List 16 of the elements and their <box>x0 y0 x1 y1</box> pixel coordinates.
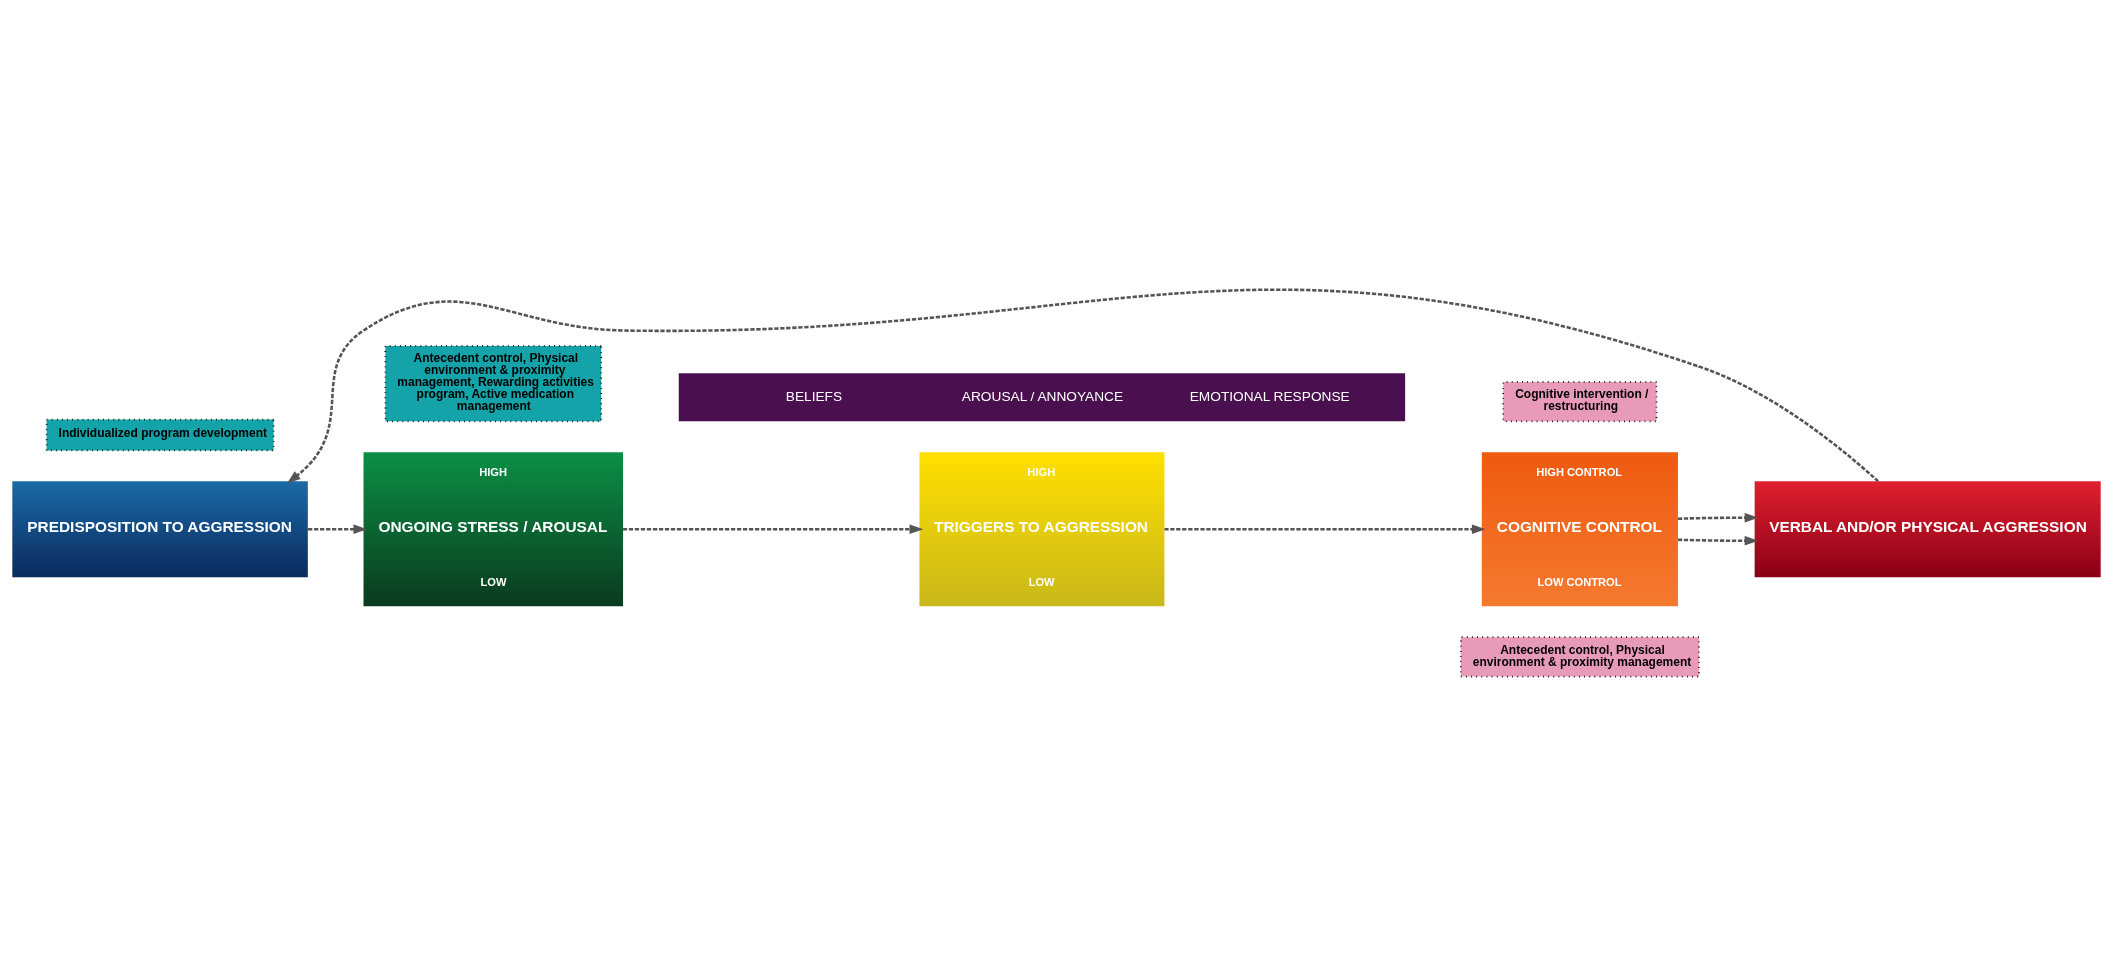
node-box: PREDISPOSITION TO AGGRESSION <box>12 481 308 578</box>
arrow <box>1678 512 1759 523</box>
arrow <box>308 524 368 535</box>
node-box: Antecedent control, Physical environment & proximity management <box>1459 636 1700 678</box>
node-box: HIGH ONGOING STRESS / AROUSAL LOW <box>363 452 624 607</box>
node-box: HIGH TRIGGERS TO AGGRESSION LOW <box>919 452 1165 607</box>
node-box: Individualized program development <box>45 418 275 452</box>
arrow <box>1678 536 1759 546</box>
arrow <box>623 524 924 535</box>
arrow <box>1164 524 1486 535</box>
node-box: VERBAL AND/OR PHYSICAL AGGRESSION <box>1754 481 2101 578</box>
node-box: BELIEFS AROUSAL / ANNOYANCE EMOTIONAL RESPONSE <box>678 373 1406 422</box>
arrow <box>286 288 1879 484</box>
node-box: Antecedent control, Physical environment & proximity management, Rewarding activities program, Active medication management <box>384 345 603 423</box>
node-box: Cognitive intervention / restructuring <box>1502 381 1658 423</box>
node-box: HIGH CONTROL COGNITIVE CONTROL LOW CONTROL <box>1481 452 1678 607</box>
